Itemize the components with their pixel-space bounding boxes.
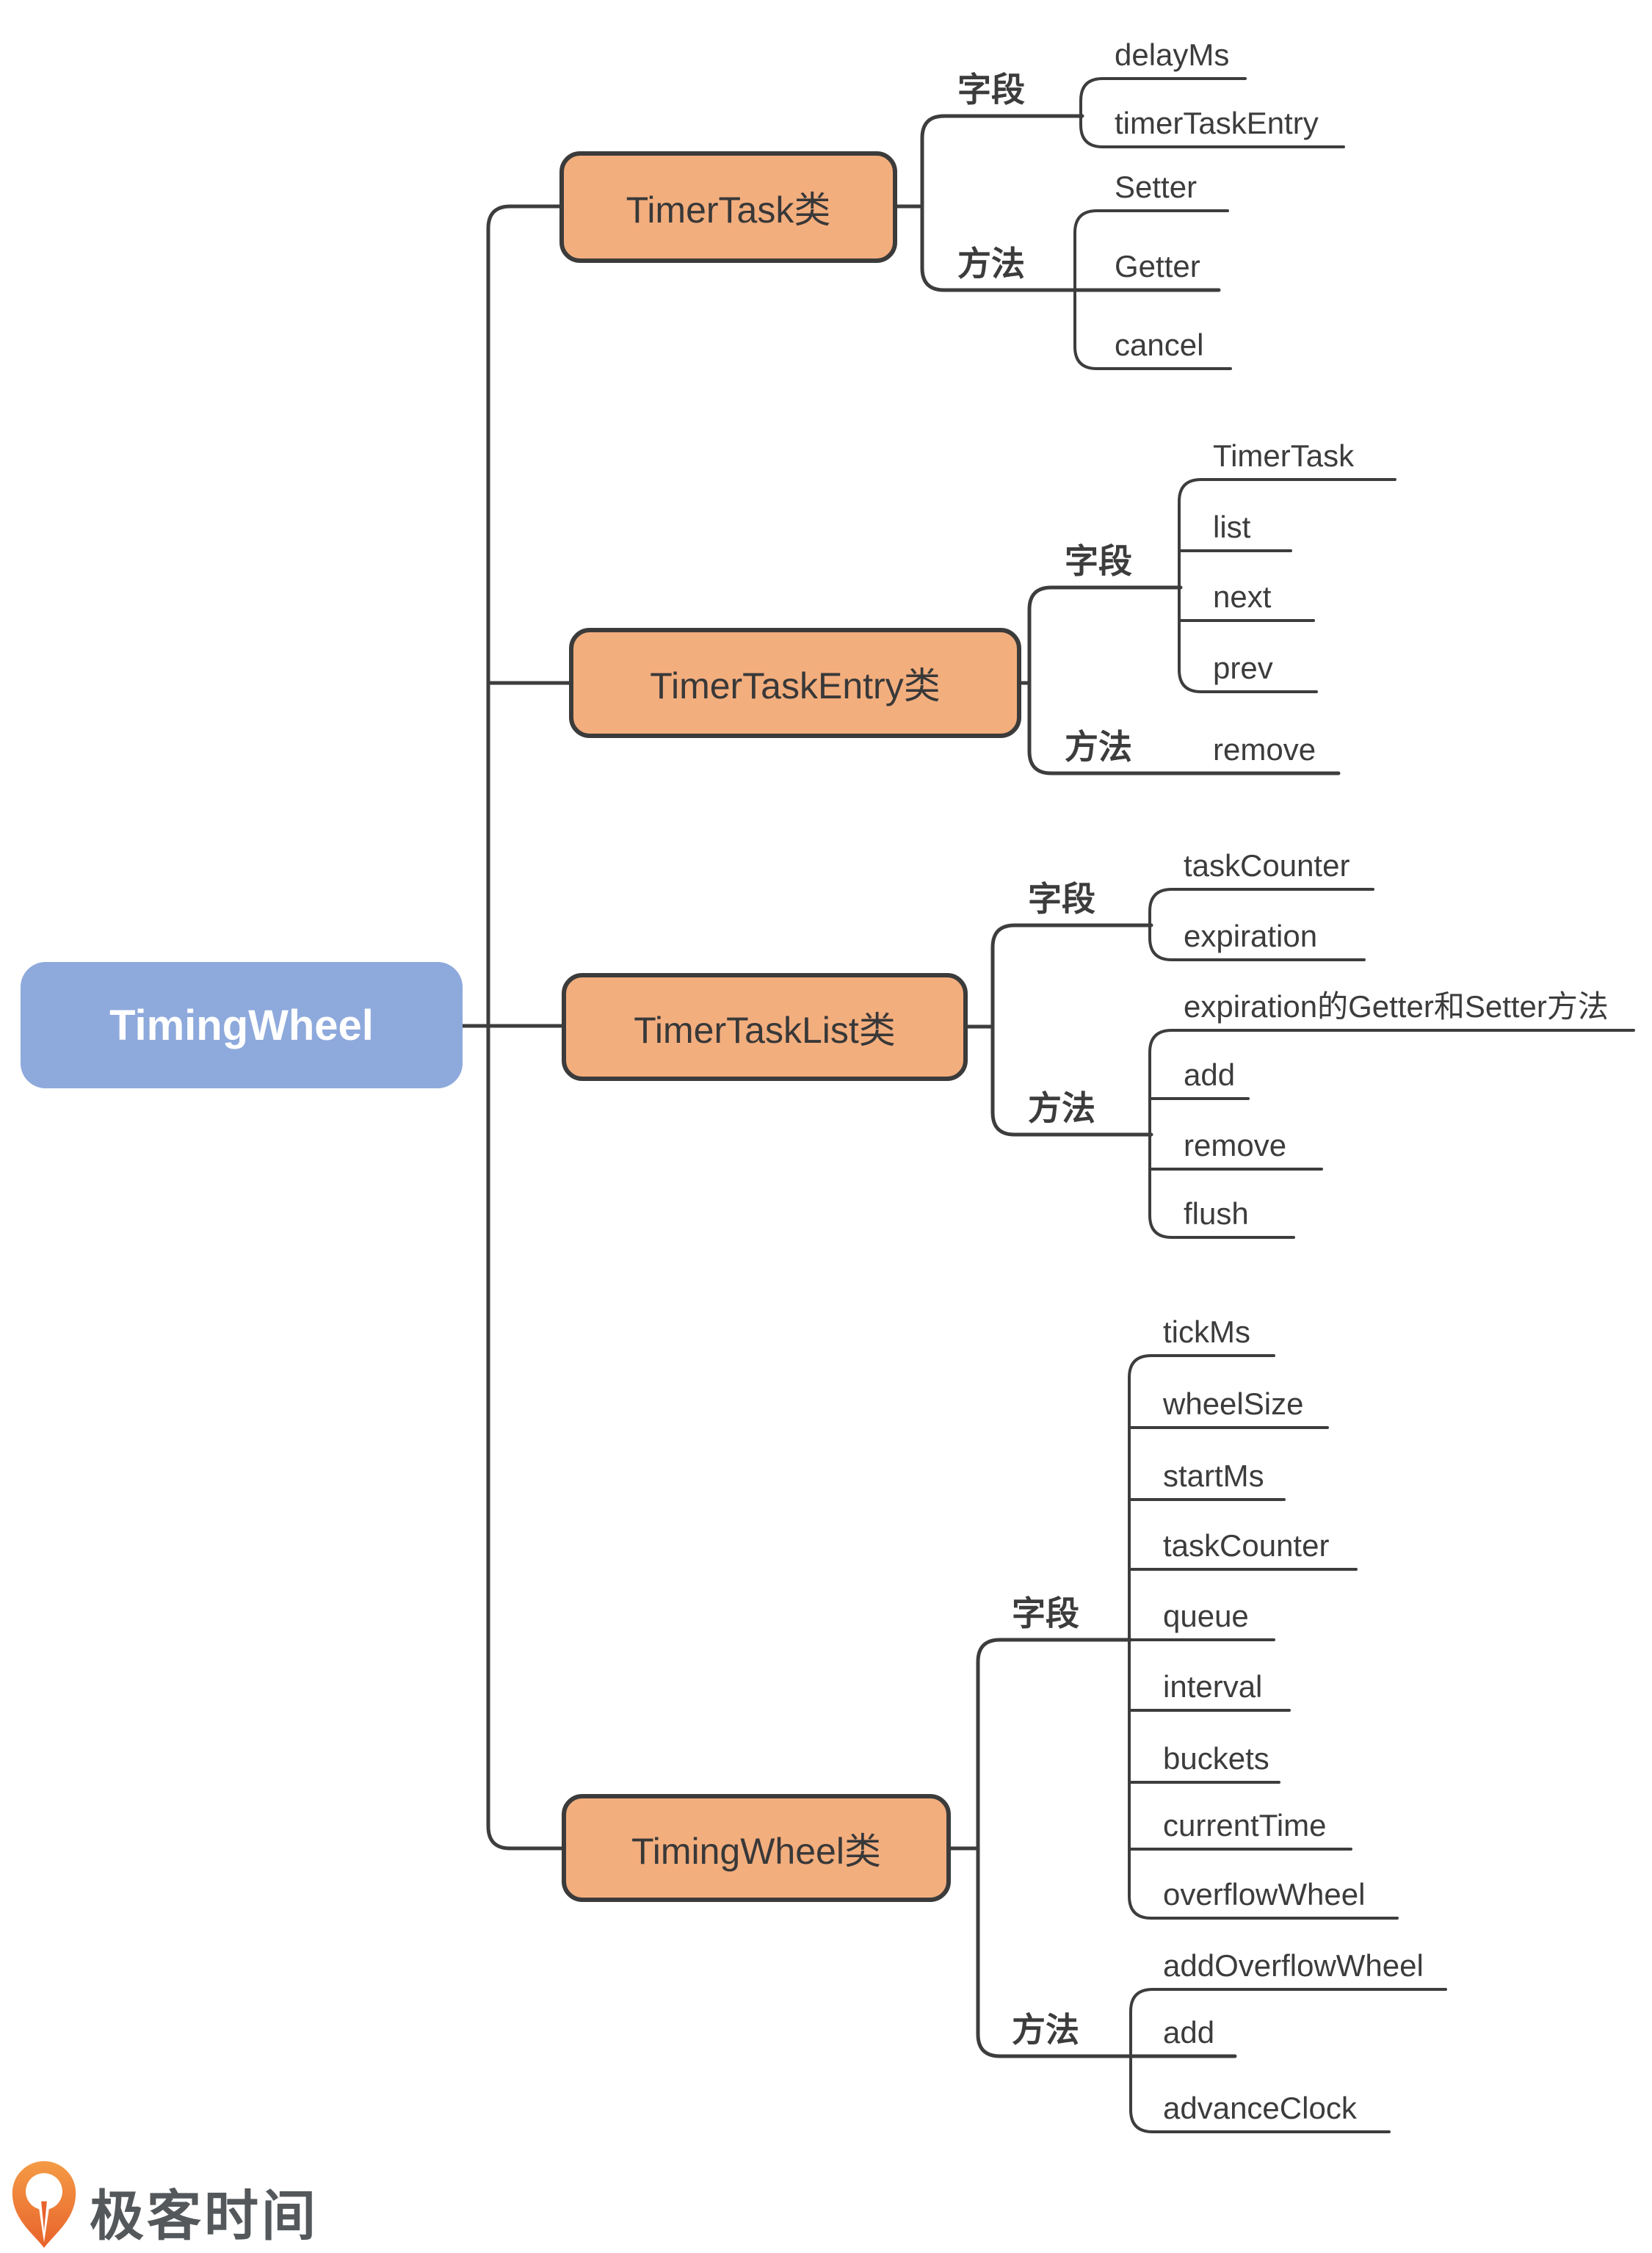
tree-leaf: taskCounter: [1184, 848, 1350, 883]
tree-leaf: timerTaskEntry: [1115, 106, 1319, 140]
class-node-timertasklist: TimerTaskList类: [562, 973, 968, 1081]
tree-leaf: taskCounter: [1163, 1528, 1330, 1563]
tree-leaf: expiration的Getter和Setter方法: [1184, 989, 1609, 1024]
group-label: 方法: [1065, 728, 1132, 766]
group-label: 字段: [957, 70, 1025, 109]
group-label: 方法: [957, 245, 1025, 283]
branch1-field-fan: [1079, 77, 1345, 148]
tree-leaf: wheelSize: [1163, 1386, 1304, 1421]
branch2-riser: [1027, 585, 1341, 775]
tree-leaf: prev: [1213, 651, 1273, 685]
geektime-pin-logo: [12, 2160, 76, 2248]
group-label: 方法: [1028, 1089, 1095, 1127]
group-label: 方法: [1012, 2011, 1079, 2049]
tree-leaf: next: [1213, 579, 1272, 614]
tree-leaf: remove: [1184, 1128, 1287, 1162]
tree-leaf: delayMs: [1115, 37, 1230, 72]
branch3-field-fan: [1148, 888, 1374, 961]
tree-leaf: advanceClock: [1163, 2091, 1357, 2125]
group-label: 字段: [1028, 880, 1095, 918]
branch4-riser: [976, 1638, 1237, 2058]
tree-leaf: remove: [1213, 732, 1316, 767]
tree-leaf: buckets: [1163, 1741, 1269, 1776]
branch4-field-fan: [1128, 1354, 1399, 1920]
tree-leaf: add: [1184, 1057, 1236, 1092]
class-node-timingwheel: TimingWheel类: [562, 1794, 951, 1902]
branch3-method-fan: [1148, 1029, 1635, 1239]
root-node: TimingWheel: [21, 962, 463, 1088]
tree-leaf: add: [1163, 2015, 1215, 2050]
branch1-method-fan: [1073, 209, 1232, 370]
group-label: 字段: [1065, 542, 1132, 580]
tree-leaf: startMs: [1163, 1458, 1264, 1493]
branch4-method-fan: [1129, 1988, 1447, 2133]
group-label: 字段: [1012, 1594, 1079, 1632]
class-node-timertask: TimerTask类: [559, 151, 897, 263]
branch2-field-fan: [1178, 478, 1396, 693]
tree-leaf: currentTime: [1163, 1808, 1327, 1842]
class-node-timertaskentry: TimerTaskEntry类: [569, 628, 1021, 738]
tree-leaf: flush: [1184, 1196, 1249, 1231]
tree-leaf: TimerTask: [1213, 438, 1355, 473]
tree-leaf: tickMs: [1163, 1314, 1250, 1349]
tree-leaf: queue: [1163, 1599, 1249, 1633]
tree-leaf: Getter: [1115, 249, 1200, 283]
tree-leaf: list: [1213, 510, 1251, 544]
tree-leaf: addOverflowWheel: [1163, 1948, 1424, 1983]
tree-leaf: cancel: [1115, 328, 1204, 362]
tree-leaf: overflowWheel: [1163, 1877, 1366, 1912]
tree-leaf: expiration: [1184, 919, 1318, 953]
brand-text: 极客时间: [90, 2185, 319, 2246]
branch1-riser: [920, 114, 1221, 292]
tree-leaf: interval: [1163, 1669, 1263, 1704]
branch3-riser: [990, 923, 1153, 1137]
tree-leaf: Setter: [1115, 170, 1198, 204]
